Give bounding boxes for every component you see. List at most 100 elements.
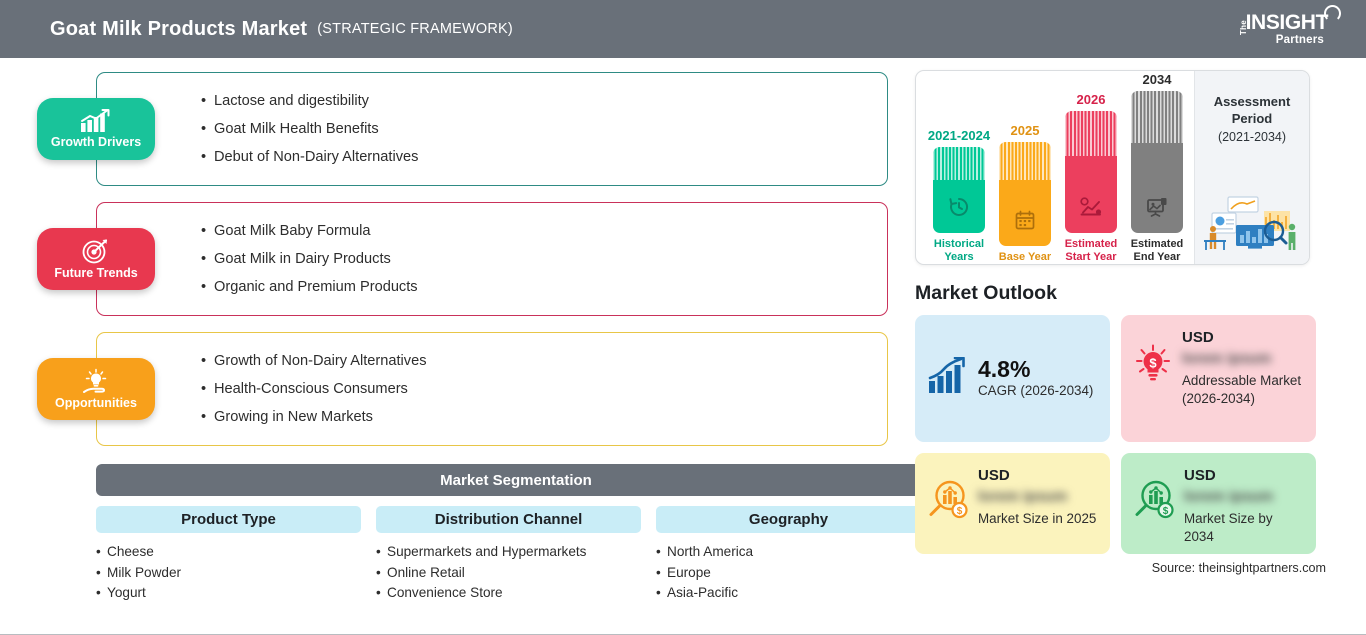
timeline-item-estimated-end-year: 2034 Estimated (1124, 72, 1190, 264)
page-title: Goat Milk Products Market (50, 17, 308, 40)
addressable-market-caption: Addressable Market (2026-2034) (1182, 373, 1302, 406)
outlook-card-market-size-2034: $ USD lorem ipsum Market Size by 2034 (1121, 453, 1316, 554)
svg-text:$: $ (1149, 356, 1157, 371)
market-size-2025-value: lorem ipsum (978, 488, 1068, 505)
assessment-period-chart: 2021-2024 Historical Years (915, 70, 1310, 265)
badge-label-growth-drivers: Growth Drivers (50, 135, 142, 149)
list-item: Lactose and digestibility (201, 87, 887, 115)
badge-growth-drivers[interactable]: Growth Drivers (37, 98, 155, 160)
list-item: Growth of Non-Dairy Alternatives (201, 347, 887, 375)
list-item: Goat Milk in Dairy Products (201, 245, 887, 273)
page-subtitle: (STRATEGIC FRAMEWORK) (317, 21, 513, 37)
badge-label-opportunities: Opportunities (55, 396, 137, 410)
list-item: Organic and Premium Products (201, 273, 887, 301)
left-column: Growth Drivers Lactose and digestibility… (0, 66, 936, 604)
list-item: Yogurt (96, 583, 376, 604)
page-body: Growth Drivers Lactose and digestibility… (0, 58, 1366, 604)
list-item: Online Retail (376, 563, 656, 584)
right-column: 2021-2024 Historical Years (905, 66, 1366, 604)
segmentation-title-product-type: Product Type (96, 506, 361, 533)
market-size-2025-unit: USD (978, 467, 1010, 484)
driver-list-future-trends: Goat Milk Baby Formula Goat Milk in Dair… (201, 217, 887, 301)
logo-insight-label: INSIGHT (1245, 11, 1329, 34)
cagr-value: 4.8% (978, 356, 1031, 383)
timeline-label-0: Historical Years (933, 238, 985, 263)
segmentation-title-distribution-channel: Distribution Channel (376, 506, 641, 533)
bar-chart-growth-icon (79, 109, 113, 133)
list-item: Cheese (96, 542, 376, 563)
outlook-card-addressable-market: $ USD lorem ipsum Addressable Market (20… (1121, 315, 1316, 442)
badge-future-trends[interactable]: Future Trends (37, 228, 155, 290)
timeline-item-estimated-start-year: 2026 Estimated Start Year (1058, 92, 1124, 264)
market-outlook-cards: 4.8% CAGR (2026-2034) (915, 315, 1327, 554)
driver-card-opportunities: Opportunities Growth of Non-Dairy Altern… (37, 332, 888, 446)
timeline-bars: 2021-2024 Historical Years (916, 71, 1194, 264)
badge-label-future-trends: Future Trends (54, 266, 138, 280)
cagr-caption: CAGR (2026-2034) (978, 383, 1094, 399)
market-size-2034-value: lorem ipsum (1184, 488, 1274, 505)
market-size-2034-unit: USD (1184, 467, 1216, 484)
timeline-bar-3 (1131, 91, 1183, 233)
addressable-market-unit: USD (1182, 329, 1214, 346)
outlook-card-market-size-2025: $ USD lorem ipsum Market Size in 2025 (915, 453, 1110, 554)
growth-chart-arrow-icon (927, 356, 969, 400)
timeline-item-historical-years: 2021-2024 Historical Years (926, 128, 992, 264)
market-segmentation-header: Market Segmentation (96, 464, 936, 496)
timeline-label-2: Estimated Start Year (1064, 238, 1118, 263)
svg-text:$: $ (1163, 506, 1169, 517)
timeline-item-base-year: 2025 (992, 123, 1058, 264)
segmentation-list-product-type: Cheese Milk Powder Yogurt (96, 542, 376, 604)
logo-partners-text: Partners (1275, 34, 1324, 46)
magnifier-chart-dollar-icon: $ (927, 479, 969, 526)
segmentation-column-geography: Geography North America Europe Asia-Paci… (656, 506, 936, 604)
assessment-title-line1: Assessment (1213, 94, 1291, 109)
timeline-label-1: Base Year (998, 251, 1052, 263)
list-item: Asia-Pacific (656, 583, 936, 604)
svg-text:$: $ (957, 506, 963, 517)
list-item: Europe (656, 563, 936, 584)
market-size-2025-caption: Market Size in 2025 (978, 511, 1097, 526)
market-size-2034-caption: Market Size by 2034 (1184, 511, 1273, 544)
clock-history-icon (948, 196, 970, 223)
segmentation-list-distribution-channel: Supermarkets and Hypermarkets Online Ret… (376, 542, 656, 604)
list-item: Milk Powder (96, 563, 376, 584)
lightbulb-dollar-icon: $ (1133, 344, 1173, 391)
timeline-year-0: 2021-2024 (927, 128, 991, 143)
market-outlook-title: Market Outlook (915, 282, 1057, 304)
segmentation-list-geography: North America Europe Asia-Pacific (656, 542, 936, 604)
driver-list-growth-drivers: Lactose and digestibility Goat Milk Heal… (201, 87, 887, 171)
driver-list-opportunities: Growth of Non-Dairy Alternatives Health-… (201, 347, 887, 431)
lightbulb-hand-icon (80, 368, 112, 394)
list-item: Health-Conscious Consumers (201, 375, 887, 403)
timeline-bar-1 (999, 142, 1051, 246)
analytics-dashboard-illustration (1200, 191, 1304, 258)
magnifier-chart-dollar-icon: $ (1133, 479, 1175, 526)
addressable-market-value: lorem ipsum (1182, 350, 1272, 367)
list-item: Supermarkets and Hypermarkets (376, 542, 656, 563)
assessment-title-line2: Period (1231, 111, 1273, 126)
logo-insight-text: INSIGHT (1245, 5, 1341, 34)
segmentation-column-product-type: Product Type Cheese Milk Powder Yogurt (96, 506, 376, 604)
list-item: North America (656, 542, 936, 563)
list-item: Goat Milk Health Benefits (201, 115, 887, 143)
timeline-bar-2 (1065, 111, 1117, 233)
timeline-bar-0 (933, 147, 985, 233)
list-item: Growing in New Markets (201, 403, 887, 431)
page-header: Goat Milk Products Market (STRATEGIC FRA… (0, 0, 1366, 58)
chart-gear-icon (1079, 196, 1103, 223)
insight-partners-logo: The INSIGHT Partners (1236, 5, 1341, 46)
driver-card-future-trends: Future Trends Goat Milk Baby Formula Goa… (37, 202, 888, 316)
logo-circle-icon (1324, 5, 1341, 22)
timeline-year-1: 2025 (1010, 123, 1040, 138)
segmentation-title-geography: Geography (656, 506, 921, 533)
timeline-label-3: Estimated End Year (1130, 238, 1184, 263)
assessment-period-panel: Assessment Period (2021-2034) (1194, 71, 1309, 264)
calendar-icon (1014, 209, 1036, 236)
list-item: Debut of Non-Dairy Alternatives (201, 143, 887, 171)
presentation-image-icon (1145, 196, 1169, 223)
timeline-year-2: 2026 (1076, 92, 1106, 107)
badge-opportunities[interactable]: Opportunities (37, 358, 155, 420)
driver-card-growth-drivers: Growth Drivers Lactose and digestibility… (37, 72, 888, 186)
target-dart-icon (81, 238, 111, 264)
source-attribution: Source: theinsightpartners.com (1151, 561, 1326, 575)
